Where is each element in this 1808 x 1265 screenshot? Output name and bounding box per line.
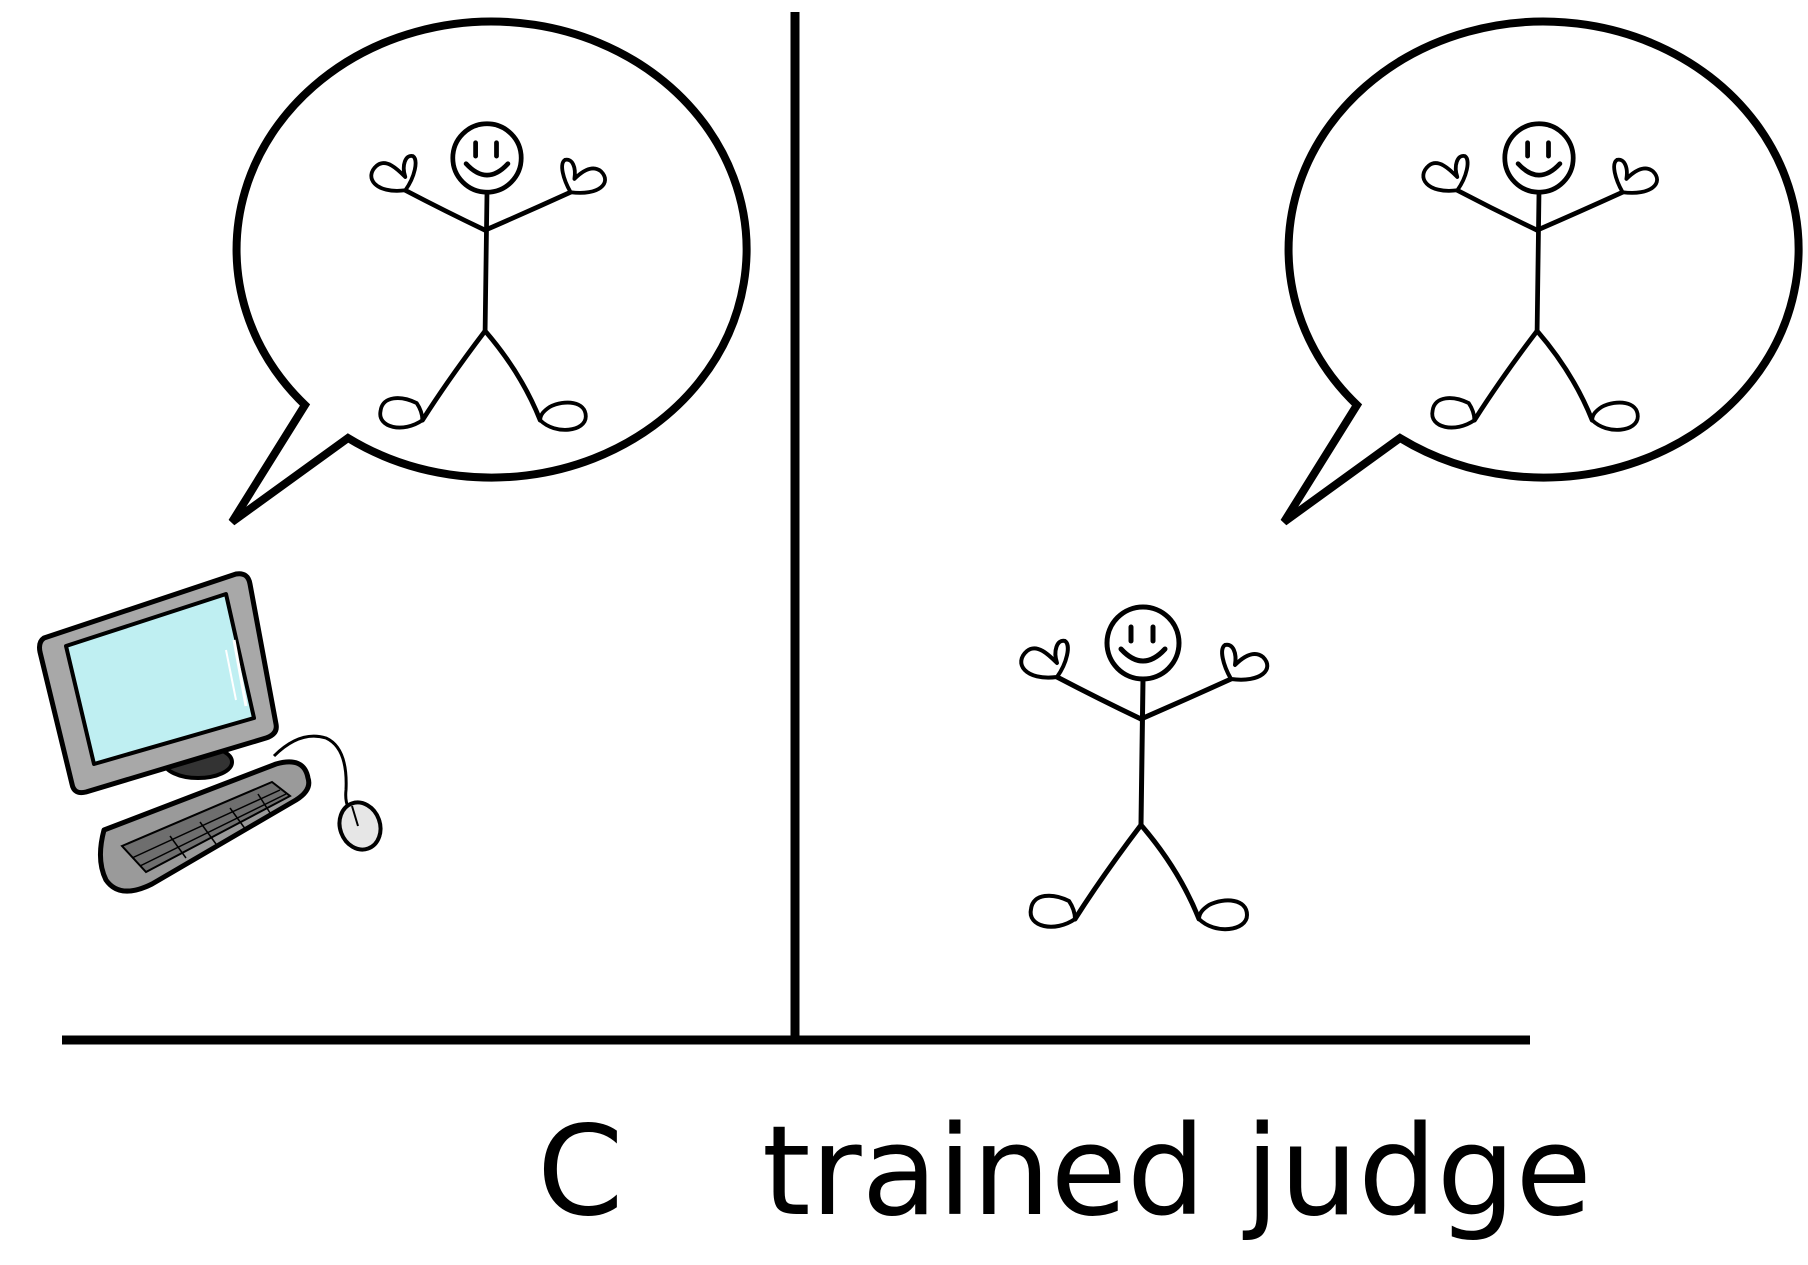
left-thought-bubble xyxy=(228,17,751,526)
computer-icon xyxy=(37,571,383,894)
stick-figure-icon xyxy=(1021,607,1267,929)
right-thought-bubble xyxy=(1280,17,1803,526)
caption-letter: C xyxy=(537,1100,624,1244)
caption-role: trained judge xyxy=(762,1100,1592,1244)
